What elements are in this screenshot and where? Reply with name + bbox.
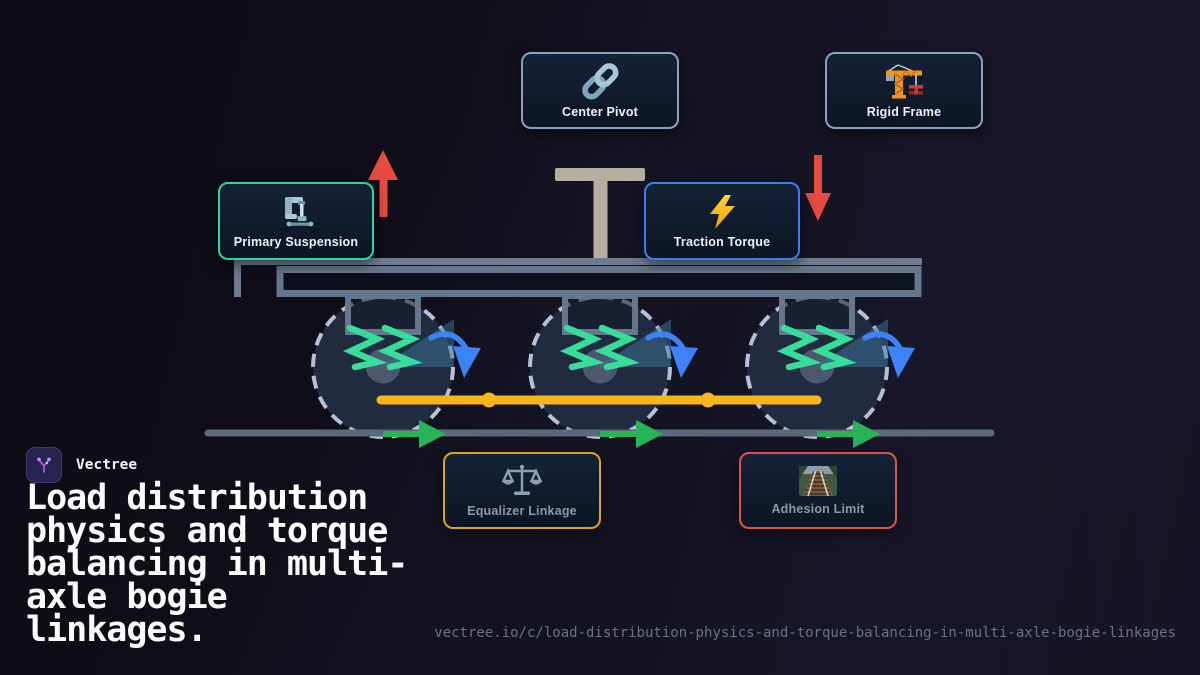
node-primary-suspension[interactable]: Primary Suspension bbox=[218, 182, 374, 260]
load-down-arrow bbox=[805, 155, 831, 221]
brand-name: Vectree bbox=[76, 457, 138, 473]
node-label: Adhesion Limit bbox=[771, 502, 865, 517]
balance-scale-icon bbox=[501, 465, 543, 496]
node-label: Primary Suspension bbox=[233, 234, 359, 249]
crane-icon bbox=[886, 64, 923, 99]
node-traction-torque[interactable]: Traction Torque bbox=[644, 182, 800, 260]
node-label: Rigid Frame bbox=[866, 105, 942, 120]
load-up-arrow bbox=[368, 150, 398, 217]
node-rigid-frame[interactable]: Rigid Frame bbox=[825, 52, 983, 129]
title-line: physics and torque bbox=[26, 511, 388, 551]
node-center-pivot[interactable]: Center Pivot bbox=[521, 52, 679, 129]
node-label: Center Pivot bbox=[561, 105, 639, 120]
wheelset-2 bbox=[530, 296, 698, 437]
brand-bar: Vectree bbox=[26, 447, 137, 483]
link-icon bbox=[582, 63, 619, 100]
equalizer-beam bbox=[376, 392, 822, 408]
node-equalizer-linkage[interactable]: Equalizer Linkage bbox=[443, 452, 601, 529]
title-line: axle bogie bbox=[26, 577, 228, 617]
bogie-frame bbox=[276, 266, 922, 297]
node-label: Traction Torque bbox=[673, 234, 771, 249]
title-line: balancing in multi- bbox=[26, 544, 408, 584]
title-line: Load distribution bbox=[26, 478, 368, 518]
canonical-url: vectree.io/c/load-distribution-physics-a… bbox=[434, 625, 1176, 641]
clamp-icon bbox=[285, 196, 314, 227]
wheelset-1 bbox=[313, 296, 481, 437]
railway-track-icon bbox=[799, 466, 837, 497]
lightning-icon bbox=[710, 194, 735, 229]
vectree-logo bbox=[26, 447, 62, 483]
vectree-branch-icon bbox=[37, 457, 51, 473]
page-title: Load distribution physics and torque bal… bbox=[26, 478, 496, 650]
node-label: Equalizer Linkage bbox=[467, 504, 577, 519]
center-pivot-post bbox=[555, 168, 645, 262]
wheelset-3 bbox=[747, 296, 915, 437]
title-line: linkages. bbox=[26, 610, 208, 650]
node-adhesion-limit[interactable]: Adhesion Limit bbox=[739, 452, 897, 529]
